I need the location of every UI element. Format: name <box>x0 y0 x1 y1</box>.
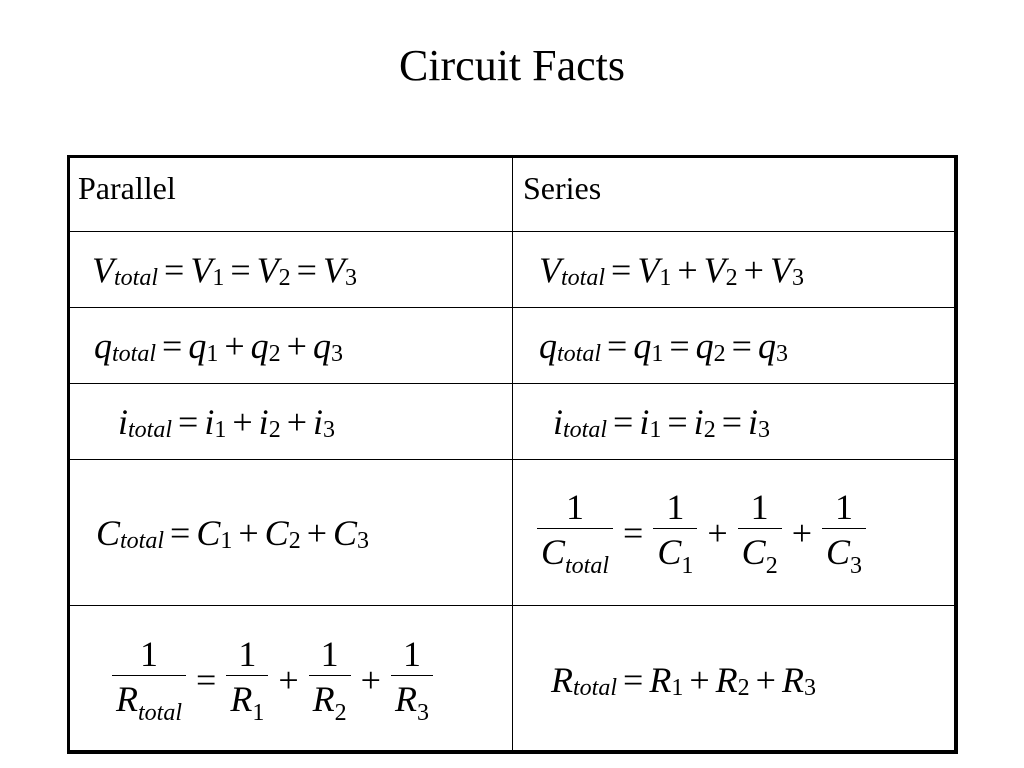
series-capacitance-equation: 1 Ctotal = 1 C1 + 1 C2 + 1 C3 <box>533 486 870 580</box>
fraction-r1: 1 R1 <box>226 633 269 727</box>
fraction-c2: 1 C2 <box>737 486 782 580</box>
fraction-c1: 1 C1 <box>653 486 698 580</box>
fraction-r-total: 1 Rtotal <box>112 633 187 727</box>
series-capacitance-cell: 1 Ctotal = 1 C1 + 1 C2 + 1 C3 <box>512 459 958 606</box>
fraction-c3: 1 C3 <box>822 486 867 580</box>
fraction-c-total: 1 Ctotal <box>537 486 614 580</box>
parallel-resistance-equation: 1 Rtotal = 1 R1 + 1 R2 + 1 R3 <box>108 633 437 727</box>
header-series: Series <box>512 155 958 232</box>
var-v-total: V <box>92 249 114 290</box>
header-parallel: Parallel <box>67 155 513 232</box>
header-row: Parallel Series <box>67 155 958 232</box>
fraction-r2: 1 R2 <box>308 633 351 727</box>
resistance-row: 1 Rtotal = 1 R1 + 1 R2 + 1 R3 <box>67 605 958 754</box>
fraction-r3: 1 R3 <box>390 633 433 727</box>
parallel-resistance-cell: 1 Rtotal = 1 R1 + 1 R2 + 1 R3 <box>67 605 513 754</box>
page-title: Circuit Facts <box>398 41 626 90</box>
